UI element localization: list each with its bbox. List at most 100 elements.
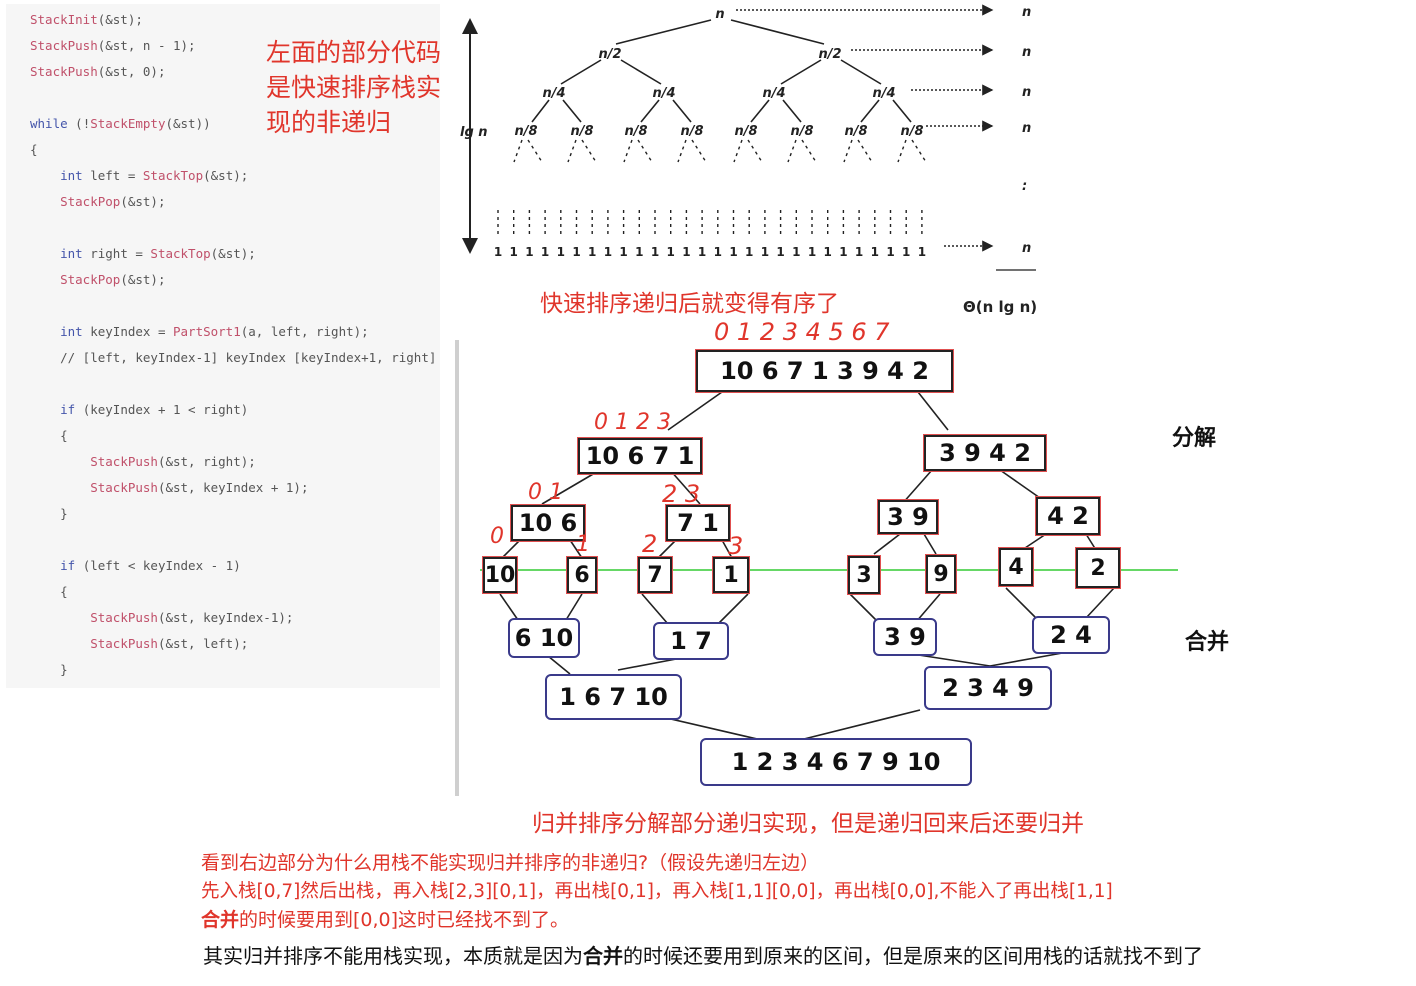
total-cost-label: Θ(n lg n)	[963, 298, 1037, 316]
code-line: int right = StackTop(&st);	[60, 246, 256, 261]
mergesort-caption: 归并排序分解部分递归实现，但是递归回来后还要归并	[532, 811, 1084, 837]
node-label-n4: n/4	[872, 86, 895, 101]
split-l2-box-3: 3 9	[877, 499, 939, 535]
l2-index-note-left: 0 1	[528, 480, 563, 505]
leaf-label-1: 1	[541, 245, 549, 259]
node-label-n8: n/8	[570, 124, 593, 139]
leaf-label-1: 1	[714, 245, 722, 259]
height-label: lg n	[460, 125, 488, 140]
leaf-label-1: 1	[729, 245, 737, 259]
code-panel: StackInit(&st);StackPush(&st, n - 1);Sta…	[6, 4, 440, 688]
node-label-n8: n/8	[844, 124, 867, 139]
l1-index-note: 0 1 2 3	[594, 410, 671, 435]
leaf-label-1: 1	[886, 245, 894, 259]
code-line: while (!StackEmpty(&st))	[30, 116, 211, 131]
bottom-merge-rest: 的时候要用到[0,0]这时已经找不到了。	[239, 909, 570, 931]
node-label-n8: n/8	[790, 124, 813, 139]
left-note-line-3: 现的非递归	[266, 108, 392, 137]
merge-l2-box-right: 2 3 4 9	[924, 666, 1052, 710]
level-cost-label: n	[1022, 241, 1031, 256]
code-line: StackPush(&st, 0);	[30, 64, 166, 79]
level-cost-label: :	[1022, 179, 1027, 194]
leaf-label-1: 1	[792, 245, 800, 259]
leaf-label-1: 1	[871, 245, 879, 259]
leaf-label-1: 1	[667, 245, 675, 259]
root-index-note: 0 1 2 3 4 5 6 7	[714, 318, 890, 346]
l2-index-note-right: 2 3	[662, 480, 701, 508]
code-line: {	[30, 142, 38, 157]
quicksort-caption: 快速排序递归后就变得有序了	[540, 291, 839, 317]
node-label-n8: n/8	[734, 124, 757, 139]
leaf-label-1: 1	[808, 245, 816, 259]
leaf-box-8: 2	[1075, 547, 1121, 589]
leaf-label-1: 1	[604, 245, 612, 259]
merge-l1-box-2: 1 7	[653, 622, 729, 660]
leaf-label-1: 1	[525, 245, 533, 259]
code-line: if (left < keyIndex - 1)	[60, 558, 241, 573]
level-cost-label: n	[1022, 121, 1031, 136]
code-line: {	[30, 584, 68, 599]
code-line: StackPop(&st);	[60, 194, 166, 209]
leaf-box-3: 7	[637, 556, 673, 594]
merge-l1-box-4: 2 4	[1032, 616, 1110, 654]
level-cost-label: n	[1022, 85, 1031, 100]
leaf-label-1: 1	[682, 245, 690, 259]
leaf-label-1: 1	[761, 245, 769, 259]
leaf-index-note-4: 3	[728, 532, 744, 560]
leaf-label-1: 1	[635, 245, 643, 259]
tree-edges	[531, 19, 912, 123]
leaf-label-1: 1	[557, 245, 565, 259]
node-label-n2: n/2	[818, 47, 841, 62]
leaf-label-1: 1	[855, 245, 863, 259]
leaf-label-1: 1	[839, 245, 847, 259]
merge-l1-box-1: 6 10	[508, 618, 580, 658]
split-l1-box-left: 10 6 7 1	[577, 437, 703, 475]
bottom-question: 看到右边部分为什么用栈不能实现归并排序的非递归?（假设先递归左边）	[201, 852, 820, 874]
conclusion-part-b: 的时候还要用到原来的区间，但是原来的区间用栈的话就找不到了	[623, 944, 1203, 968]
section-divider	[455, 340, 459, 796]
split-label: 分解	[1172, 426, 1217, 451]
leaf-box-4: 1	[712, 556, 750, 594]
node-label-n4: n/4	[762, 86, 785, 101]
node-label-n2: n/2	[598, 47, 621, 62]
split-l1-box-right: 3 9 4 2	[923, 434, 1047, 472]
leaf-label-1: 1	[619, 245, 627, 259]
leaf-label-1: 1	[918, 245, 926, 259]
code-line: int keyIndex = PartSort1(a, left, right)…	[60, 324, 369, 339]
leaf-index-note-1: 0	[490, 524, 504, 549]
bottom-stack-trace: 先入栈[0,7]然后出栈，再入栈[2,3][0,1]，再出栈[0,1]，再入栈[…	[201, 881, 1113, 902]
node-label-n8: n/8	[624, 124, 647, 139]
leaf-box-6: 9	[925, 554, 957, 594]
tree-dashed-branches	[513, 139, 927, 163]
bottom-conclusion: 其实归并排序不能用栈实现，本质就是因为合并的时候还要用到原来的区间，但是原来的区…	[203, 940, 1203, 969]
bottom-merge-note: 合并的时候要用到[0,0]这时已经找不到了。	[201, 905, 569, 932]
leaf-label-1: 1	[698, 245, 706, 259]
leaf-box-7: 4	[998, 547, 1034, 587]
leaf-label-1: 1	[745, 245, 753, 259]
code-line: StackPop(&st);	[60, 272, 166, 287]
leaf-label-1: 1	[494, 245, 502, 259]
leaf-label-1: 1	[824, 245, 832, 259]
leaf-label-1: 1	[902, 245, 910, 259]
bottom-merge-bold: 合并	[201, 909, 240, 931]
merge-l2-box-left: 1 6 7 10	[545, 674, 682, 720]
code-line: StackPush(&st, right);	[90, 454, 256, 469]
split-l2-box-4: 4 2	[1035, 496, 1101, 536]
leaf-box-1: 10	[482, 556, 518, 594]
code-line: }	[30, 506, 68, 521]
node-label-n8: n/8	[900, 124, 923, 139]
node-label-n8: n/8	[514, 124, 537, 139]
merge-root-box: 1 2 3 4 6 7 9 10	[700, 738, 972, 786]
leaf-label-1: 1	[776, 245, 784, 259]
split-l2-box-2: 7 1	[665, 504, 731, 542]
node-label-n4: n/4	[542, 86, 565, 101]
split-root-box: 10 6 7 1 3 9 4 2	[695, 349, 954, 393]
node-label-n8: n/8	[680, 124, 703, 139]
leaf-box-2: 6	[566, 556, 598, 594]
code-line: StackPush(&st, left);	[90, 636, 249, 651]
code-line: StackPush(&st, n - 1);	[30, 38, 196, 53]
code-line: // [left, keyIndex-1] keyIndex [keyIndex…	[30, 350, 437, 365]
level-cost-label: n	[1022, 45, 1031, 60]
